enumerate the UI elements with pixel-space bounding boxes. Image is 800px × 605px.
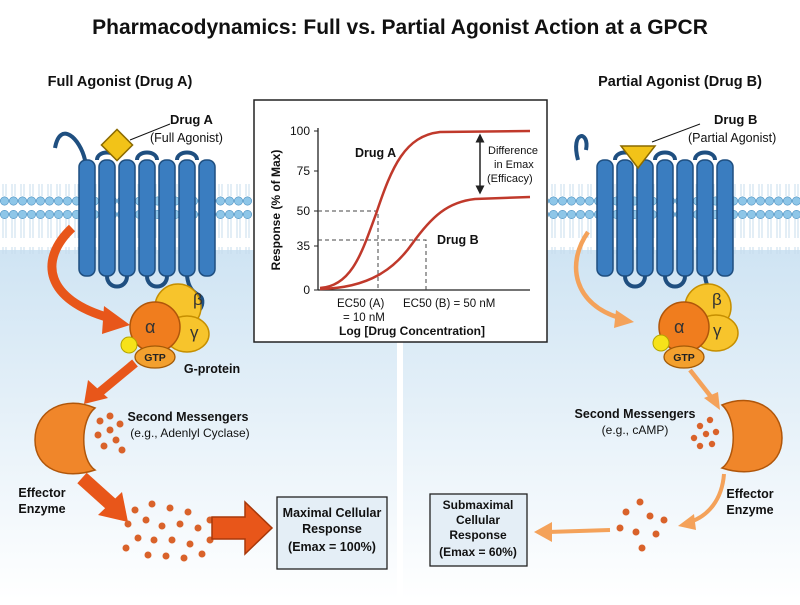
product-dots-right bbox=[616, 498, 668, 552]
response-right-line2: Cellular bbox=[456, 513, 500, 527]
second-messenger-dots-left bbox=[94, 412, 126, 454]
left-panel: Full Agonist (Drug A) Drug A (Full Agoni… bbox=[18, 74, 388, 570]
response-right-line1: Submaximal bbox=[443, 498, 514, 512]
receptor-n-terminus bbox=[53, 131, 87, 161]
curve-b-label: Drug B bbox=[437, 233, 479, 247]
response-right-line3: Response bbox=[449, 528, 507, 542]
drug-a-leader-line bbox=[129, 123, 171, 141]
y-tick-50: 50 bbox=[297, 204, 311, 218]
activation-arrow-right bbox=[573, 230, 621, 321]
arrow-to-enzyme-left-head bbox=[84, 380, 108, 404]
gtp-label-left: GTP bbox=[144, 352, 166, 364]
response-left-line1: Maximal Cellular bbox=[283, 506, 382, 520]
y-tick-0: 0 bbox=[303, 283, 310, 297]
activation-arrow-left bbox=[47, 224, 112, 323]
arrow-to-products-left-head bbox=[98, 492, 128, 522]
messengers-title-left: Second Messengers bbox=[128, 410, 249, 424]
y-tick-100: 100 bbox=[290, 124, 310, 138]
right-heading: Partial Agonist (Drug B) bbox=[598, 74, 762, 90]
drug-b-leader-line bbox=[651, 123, 701, 143]
arrow-to-products-right-head bbox=[678, 514, 696, 530]
response-left-line3: (Emax = 100%) bbox=[288, 540, 376, 554]
left-heading: Full Agonist (Drug A) bbox=[48, 74, 193, 90]
effector-label-left-1: Effector bbox=[18, 486, 65, 500]
page-title: Pharmacodynamics: Full vs. Partial Agoni… bbox=[92, 16, 708, 39]
drug-b-note: (Partial Agonist) bbox=[688, 131, 776, 145]
response-box-left bbox=[276, 496, 388, 570]
activation-arrow-right-head bbox=[614, 310, 634, 328]
response-box-right bbox=[429, 493, 528, 567]
activation-arrow-left-head bbox=[102, 306, 130, 334]
dose-response-chart: 100 75 50 35 0 Response (% of Max) Drug … bbox=[253, 99, 548, 343]
effector-label-right-2: Enzyme bbox=[726, 503, 773, 517]
gpcr-receptor-left bbox=[78, 150, 216, 322]
arrow-to-products-left bbox=[77, 472, 117, 511]
beta-symbol-left: β bbox=[193, 290, 203, 309]
arrow-to-response-left bbox=[211, 500, 274, 556]
alpha-symbol-right: α bbox=[674, 317, 684, 337]
drug-a-note: (Full Agonist) bbox=[150, 131, 223, 145]
second-messenger-dots-right bbox=[690, 416, 720, 450]
gamma-symbol-right: γ bbox=[713, 321, 722, 340]
messengers-example-right: (e.g., cAMP) bbox=[602, 423, 669, 437]
curve-a-label: Drug A bbox=[355, 146, 396, 160]
emax-label-line3: (Efficacy) bbox=[487, 173, 533, 185]
ec50-a-label-line2: = 10 nM bbox=[343, 312, 385, 324]
messengers-example-left: (e.g., Adenlyl Cyclase) bbox=[130, 426, 249, 440]
g-protein-left: β γ α GTP bbox=[120, 283, 210, 369]
effector-label-left-2: Enzyme bbox=[18, 502, 65, 516]
right-panel: Partial Agonist (Drug B) Drug B (Partial… bbox=[429, 74, 783, 567]
emax-label-line2: in Emax bbox=[494, 159, 534, 171]
arrow-to-enzyme-right bbox=[688, 368, 714, 400]
arrow-to-response-right-head bbox=[534, 522, 552, 542]
y-ticks: 100 75 50 35 0 bbox=[290, 124, 318, 297]
alpha-symbol-left: α bbox=[145, 317, 155, 337]
drug-b-label: Drug B bbox=[714, 112, 757, 127]
receptor-n-terminus-right bbox=[574, 134, 589, 161]
gtp-label-right: GTP bbox=[673, 352, 695, 364]
gtp-dot-left bbox=[120, 336, 138, 354]
arrow-to-products-right bbox=[689, 473, 726, 524]
product-dots-left bbox=[122, 500, 214, 562]
arrow-to-enzyme-right-head bbox=[704, 392, 720, 410]
emax-label-line1: Difference bbox=[488, 145, 538, 157]
chart-frame bbox=[253, 99, 548, 343]
arrow-to-enzyme-left bbox=[97, 359, 138, 396]
x-axis-label: Log [Drug Concentration] bbox=[339, 324, 485, 338]
gpcr-receptor-right bbox=[596, 150, 734, 322]
g-protein-right: β γ α GTP bbox=[652, 283, 739, 369]
y-tick-75: 75 bbox=[297, 164, 311, 178]
beta-symbol-right: β bbox=[712, 290, 722, 309]
response-left-line2: Response bbox=[302, 522, 362, 536]
gprotein-label: G-protein bbox=[184, 362, 240, 376]
y-axis-label: Response (% of Max) bbox=[269, 150, 283, 271]
ec50-b-label: EC50 (B) = 50 nM bbox=[403, 298, 495, 310]
effector-label-right-1: Effector bbox=[726, 487, 773, 501]
drug-b-ligand bbox=[619, 145, 657, 170]
drug-a-ligand bbox=[100, 128, 134, 162]
curve-drug-b bbox=[319, 195, 531, 291]
ec50-a-label-line1: EC50 (A) bbox=[337, 298, 384, 310]
messengers-title-right: Second Messengers bbox=[575, 407, 696, 421]
gtp-dot-right bbox=[652, 334, 670, 352]
curve-drug-a bbox=[319, 129, 531, 290]
arrow-to-response-right bbox=[547, 528, 611, 534]
effector-enzyme-left bbox=[34, 402, 97, 475]
drug-a-label: Drug A bbox=[170, 112, 213, 127]
cell-membrane-right bbox=[548, 184, 800, 254]
gamma-symbol-left: γ bbox=[190, 323, 199, 342]
gtp-badge-right bbox=[663, 345, 705, 369]
effector-enzyme-right bbox=[720, 399, 783, 473]
response-right-line4: (Emax = 60%) bbox=[439, 545, 517, 559]
y-tick-35: 35 bbox=[297, 239, 311, 253]
gtp-badge-left bbox=[134, 345, 176, 369]
